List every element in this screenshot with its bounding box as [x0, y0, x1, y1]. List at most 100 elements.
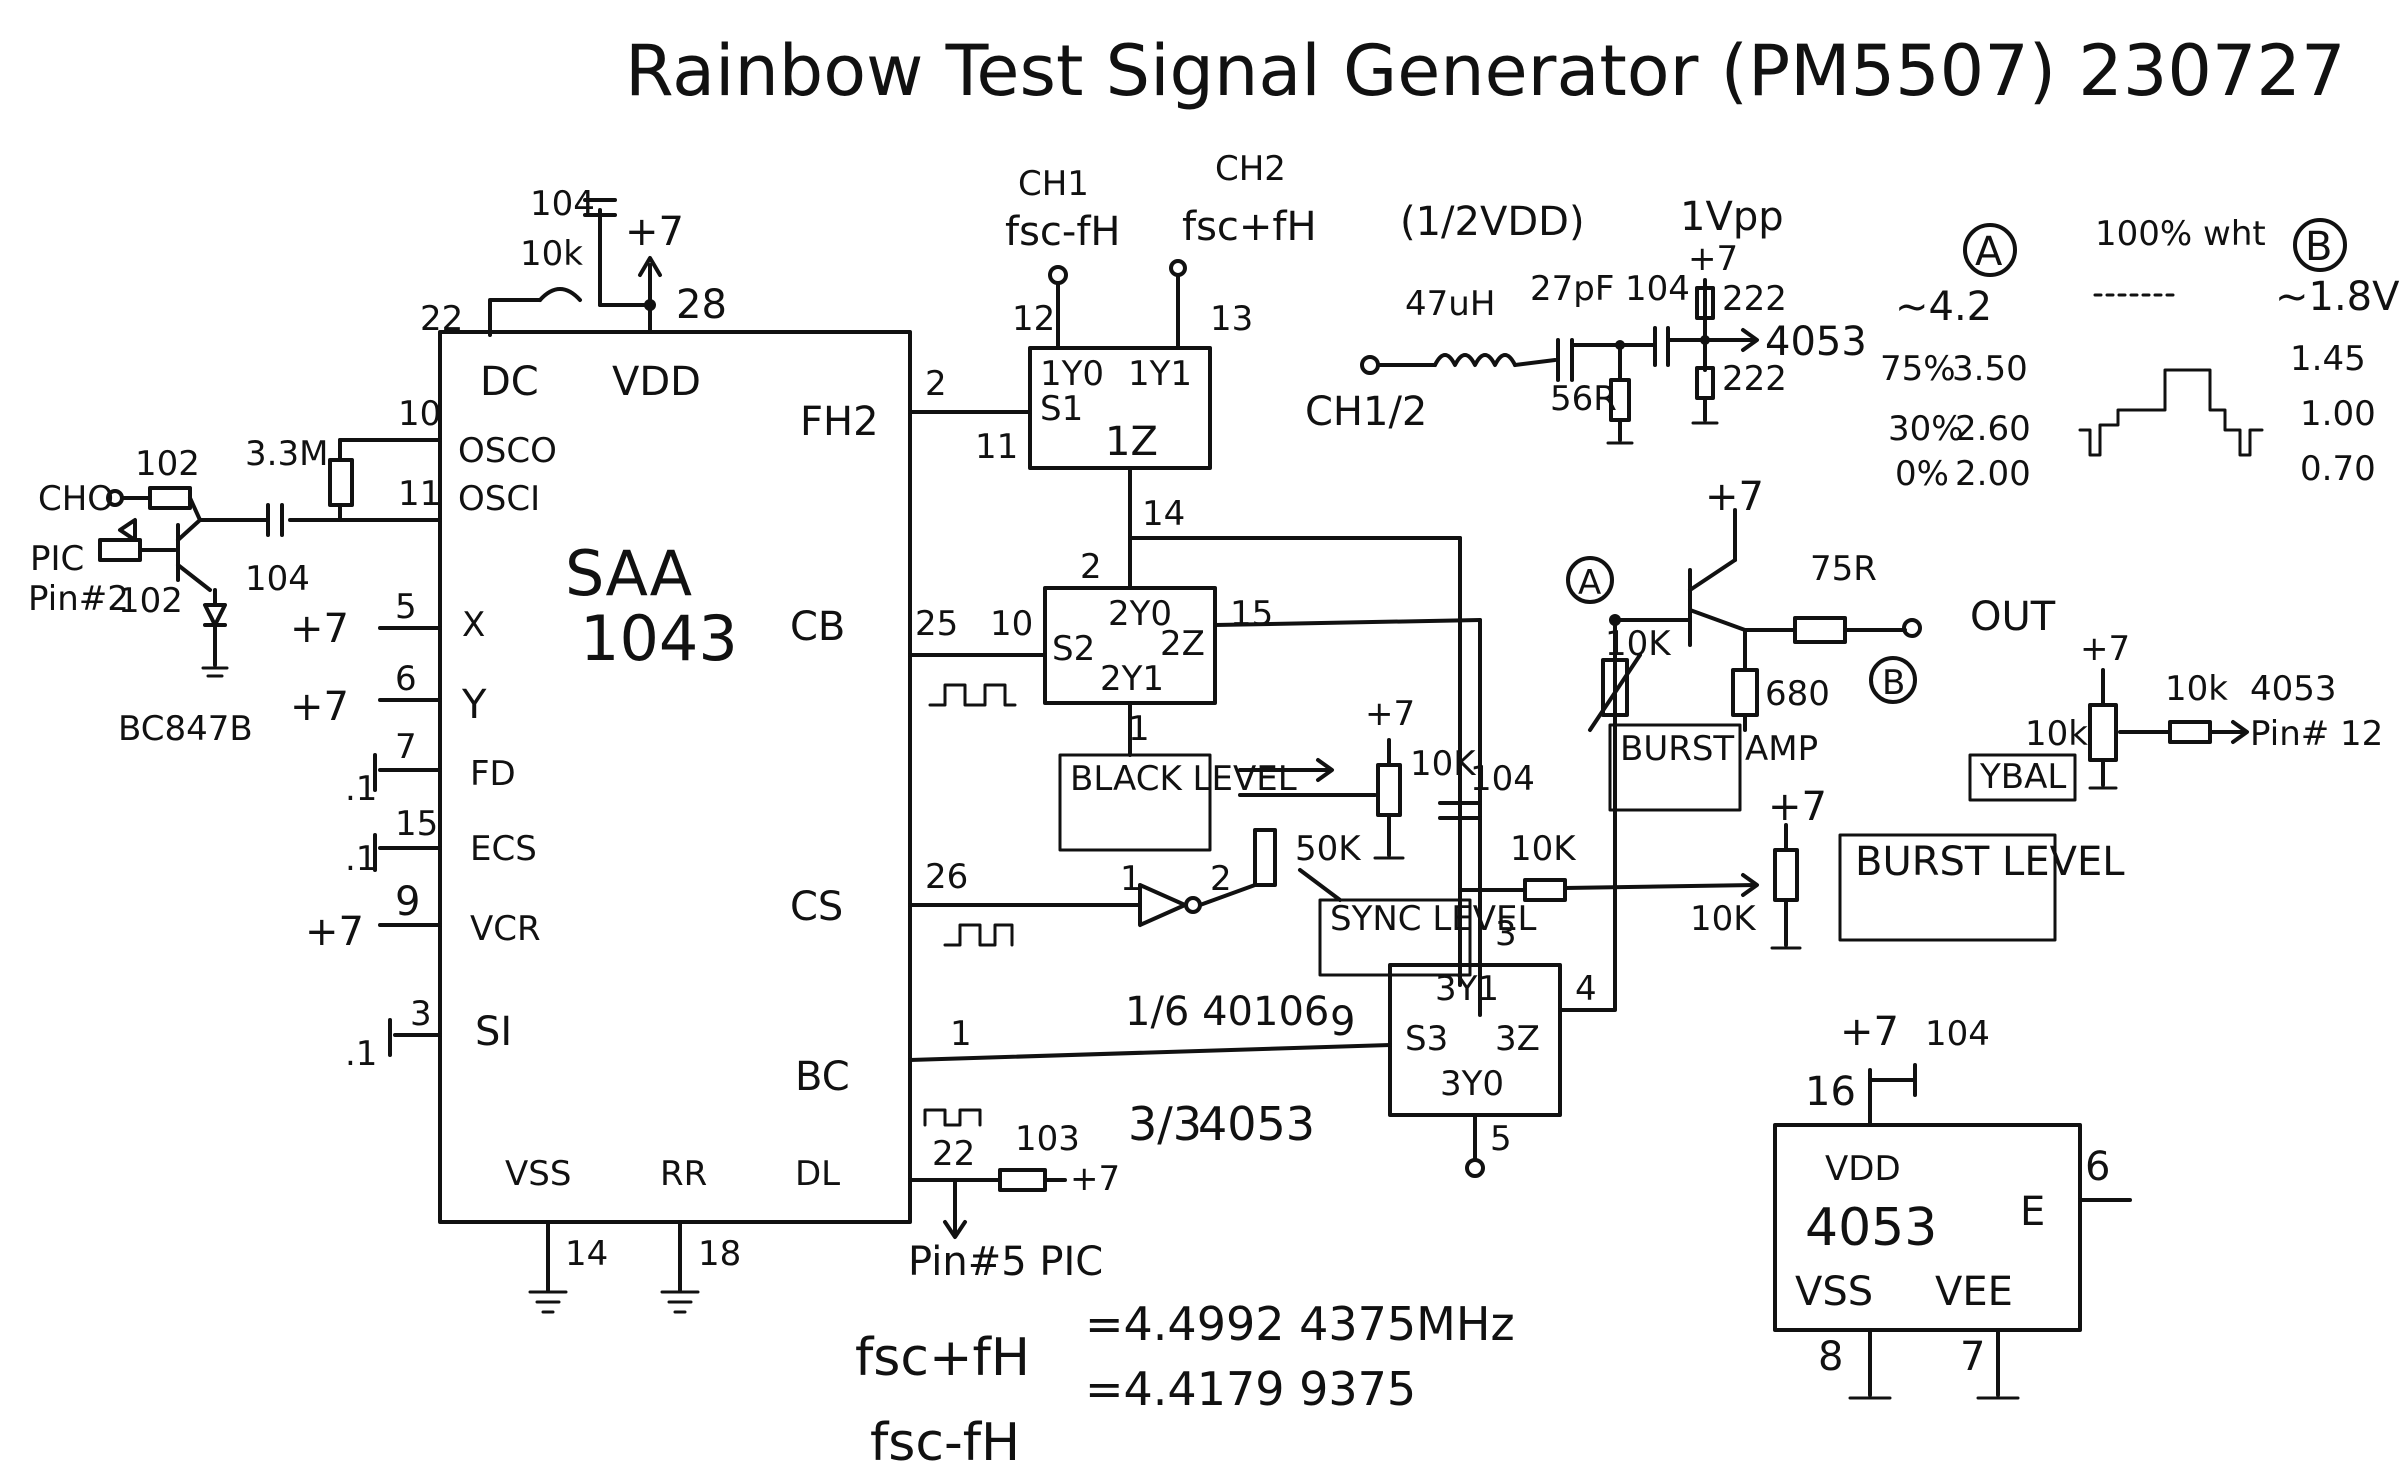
pin-caps — [373, 753, 392, 1057]
sw2-s: S2 — [1052, 629, 1095, 669]
row-75-pct: 75% — [1880, 349, 1956, 389]
ch1-terminal[interactable] — [1048, 265, 1068, 285]
res-10k-out — [1601, 658, 1629, 717]
tr-emitter — [176, 563, 212, 592]
wire-l-c1 — [1513, 358, 1557, 367]
res-ybal2 — [2168, 720, 2212, 744]
ic-saa1043-body — [438, 330, 912, 1224]
pin-num-7: 7 — [395, 727, 417, 767]
res-burst-in-label: 10K — [1510, 829, 1577, 869]
res-222-top — [1695, 286, 1715, 320]
marker-a-label: A — [1975, 229, 2003, 275]
sw3-y1: 3Y1 — [1435, 969, 1499, 1009]
pin-label-osci: OSCI — [458, 479, 540, 519]
ic-4053-pin8: 8 — [1818, 1334, 1843, 1380]
res-102-bot — [98, 538, 142, 562]
burst-amp-text: BURST AMP — [1620, 729, 1818, 769]
cap-fd: .1 — [345, 769, 377, 809]
pin-num-28: 28 — [676, 282, 727, 328]
dl-pin: 22 — [932, 1134, 975, 1174]
black-arrow-head — [1316, 758, 1334, 782]
wire-inv-out — [1198, 883, 1257, 907]
ch1-sub: fsc-fH — [1005, 209, 1121, 255]
filter-input-label: CH1/2 — [1305, 389, 1427, 435]
burst-level-text: BURST LEVEL — [1855, 839, 2125, 885]
marker-a-node-label: A — [1578, 563, 1601, 603]
res-102-top-label: 102 — [135, 444, 200, 484]
res-222-bot-label: 222 — [1722, 359, 1787, 399]
supply-out: +7 — [1705, 474, 1764, 520]
ic-4053-pin16: 16 — [1805, 1069, 1856, 1115]
sw3-pin-s: 9 — [1330, 999, 1355, 1045]
res-black-pot — [1376, 763, 1402, 817]
filter-network: 47uH 27pF 104 56R 222 222 CH1/2 4053 +7 — [1305, 239, 1867, 445]
dl-pic-label: Pin#5 PIC — [908, 1239, 1103, 1285]
res-sync-pot — [1253, 828, 1277, 887]
osc-res-label: 3.3M — [245, 434, 328, 474]
ic-4053-cap: 104 — [1925, 1014, 1990, 1054]
pin-num-18: 18 — [698, 1234, 741, 1274]
ybal-arrow — [2231, 720, 2249, 744]
sw1-pin-s: 11 — [975, 427, 1018, 467]
pic-label: PIC — [30, 539, 84, 579]
pin-num-14: 14 — [565, 1234, 608, 1274]
sw1-y0: 1Y0 — [1040, 354, 1104, 394]
pin-num-6: 6 — [395, 659, 417, 699]
res-black-label: 10K — [1410, 744, 1477, 784]
res-10k-arrow — [1588, 653, 1642, 732]
inverter — [1138, 883, 1187, 927]
ic-4053-e: E — [2020, 1189, 2045, 1235]
sw3-z: 3Z — [1495, 1019, 1540, 1059]
filter-arrow — [1741, 328, 1759, 352]
res-burst-pot — [1773, 848, 1799, 902]
supply-vcr: +7 — [305, 909, 364, 955]
ch12-terminal[interactable] — [1360, 355, 1380, 375]
pin-label-bc: BC — [795, 1054, 850, 1100]
3y0-terminal[interactable] — [1465, 1158, 1485, 1178]
white-label: 100% wht — [2095, 214, 2266, 254]
row-30-a: 2.60 — [1955, 409, 2031, 449]
junction — [644, 299, 656, 311]
res-vdd — [538, 287, 582, 302]
dl-section: 103 +7 22 Pin#5 PIC — [908, 1108, 1120, 1285]
cb-waveform — [928, 683, 1017, 707]
oscillator: 3.3M 104 — [198, 434, 354, 599]
ic-4053-vee: VEE — [1935, 1269, 2013, 1315]
vdd-res-label: 10k — [520, 234, 583, 274]
res-ybal-pot — [2088, 703, 2118, 762]
out-tr-collector — [1688, 558, 1737, 592]
ch2-terminal[interactable] — [1169, 259, 1187, 277]
burst-level-box — [1838, 833, 2057, 942]
res-3-3m — [328, 458, 354, 507]
out-terminal[interactable] — [1902, 618, 1922, 638]
res-103 — [998, 1168, 1047, 1192]
pin-label-vdd: VDD — [612, 359, 701, 405]
ybal-box — [1968, 753, 2077, 802]
res-680 — [1731, 668, 1759, 717]
wire-dc — [488, 298, 542, 337]
marker-b-node-label: B — [1882, 663, 1905, 703]
cap-27pf-label: 27pF — [1530, 269, 1614, 309]
frequency-notes: fsc+fH =4.4992 4375MHz fsc-fH =4.4179 93… — [855, 1297, 1515, 1473]
level-waveform — [2078, 368, 2264, 457]
sync-level-box — [1318, 898, 1472, 977]
cap104-label: 104 — [1470, 759, 1535, 799]
supply-x: +7 — [290, 606, 349, 652]
inductor — [1433, 353, 1517, 367]
burst-amp-box — [1608, 723, 1742, 812]
supply-burst: +7 — [1768, 784, 1827, 830]
level-b-value: ~1.8V — [2275, 274, 2400, 320]
half-vdd-label: (1/2VDD) — [1400, 199, 1585, 245]
wire-burst — [1563, 883, 1757, 890]
junction-56r — [1615, 340, 1625, 350]
pin2-label: Pin#2 — [28, 579, 129, 619]
res-10k-out-label: 10K — [1605, 624, 1672, 664]
pin-num-10: 10 — [398, 394, 441, 434]
ic-4053-pin7: 7 — [1960, 1334, 1985, 1380]
res-sync-label: 50K — [1295, 829, 1362, 869]
row-75-a: 3.50 — [1952, 349, 2028, 389]
transistor-label: BC847B — [118, 709, 253, 749]
pin-num-9: 9 — [395, 879, 420, 925]
ch2-sub: fsc+fH — [1182, 204, 1317, 250]
sw1-pin-z: 14 — [1142, 494, 1185, 534]
